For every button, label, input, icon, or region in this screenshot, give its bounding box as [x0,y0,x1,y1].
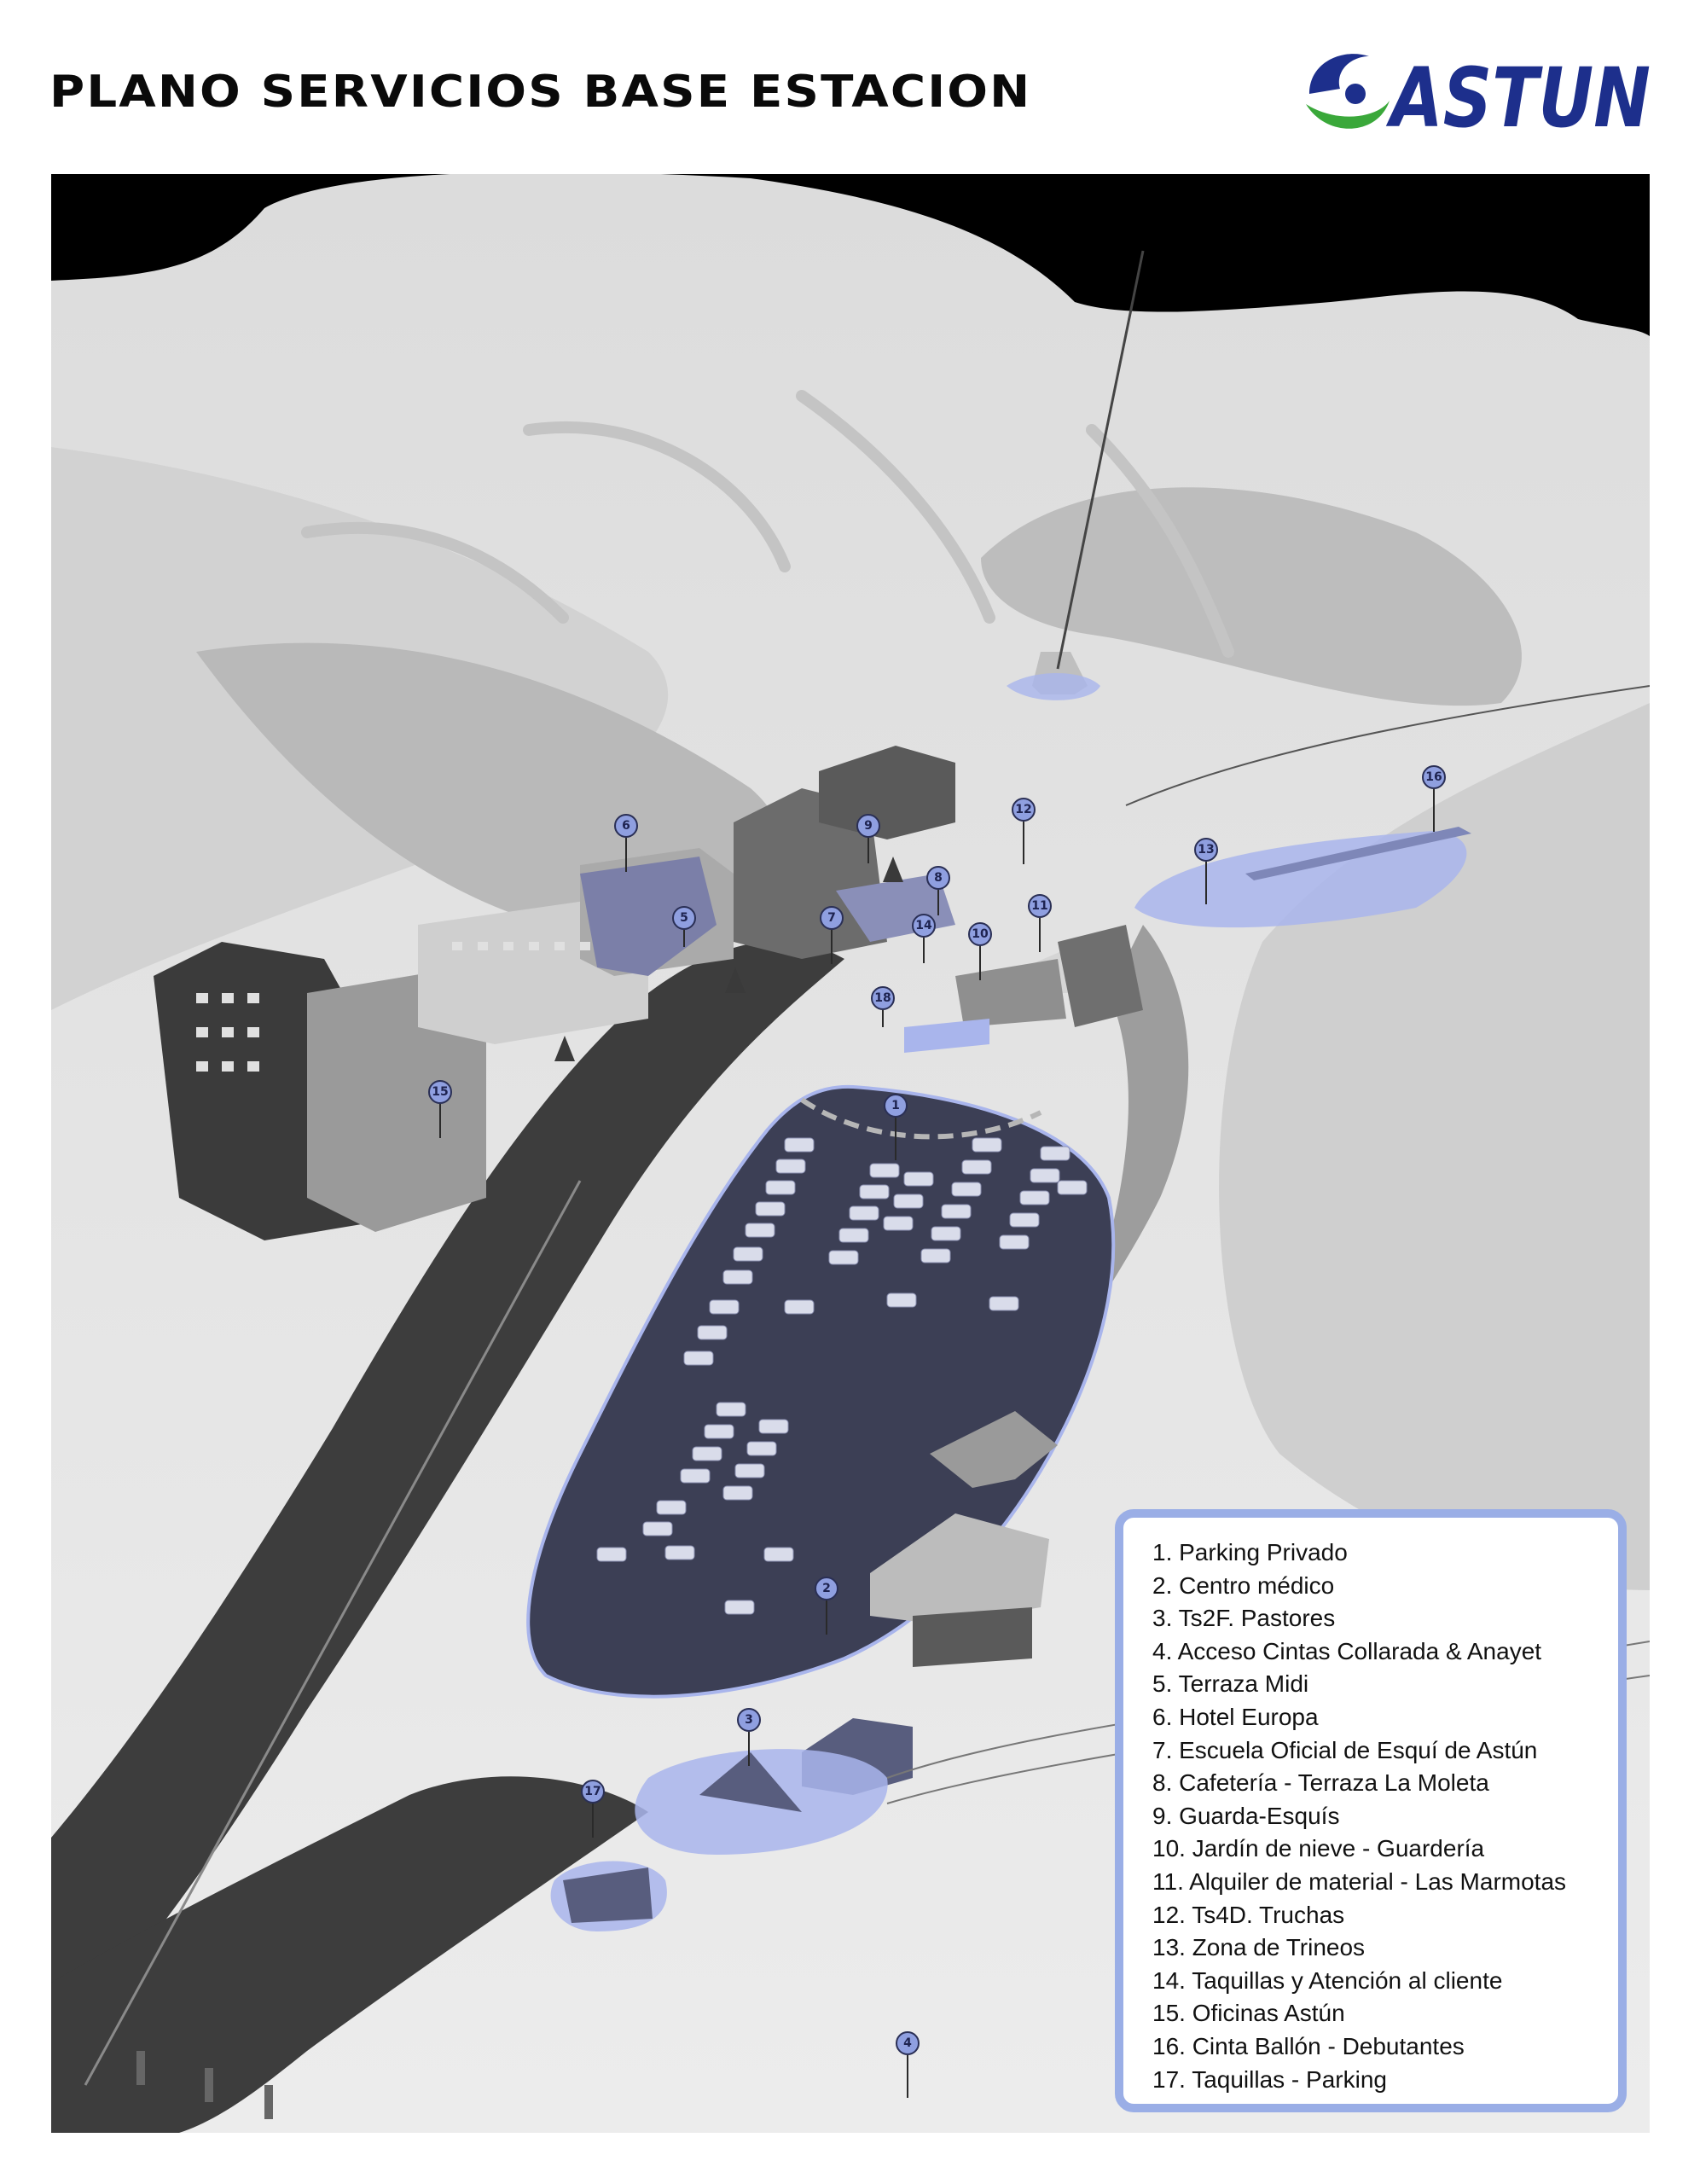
legend-item: 17. Taquillas - Parking [1152,2065,1387,2093]
legend-item: 11. Alquiler de material - Las Marmotas [1152,1867,1567,1895]
beginner-belt [1245,827,1471,880]
right-hillside [1219,703,1650,1590]
legend-item: 2. Centro médico [1152,1571,1335,1599]
sled-zone [1134,831,1467,928]
right-ravine [1075,925,1189,1351]
legend-item: 9. Guarda-Esquís [1152,1802,1340,1829]
chairlift-line [1056,250,1145,670]
parking-top-edge [800,1097,1042,1140]
access-road [51,941,844,2051]
hotel-buildings [154,746,955,1240]
legend-item: 13. Zona de Trineos [1152,1934,1366,1961]
logo-wordmark: ASTUN [1385,50,1651,138]
trees [554,857,903,1061]
legend-item: 5. Terraza Midi [1152,1670,1309,1698]
legend-item: 12. Ts4D. Truchas [1152,1901,1345,1928]
lift-towers [136,2051,273,2119]
legend-item: 7. Escuela Oficial de Esquí de Astún [1152,1736,1538,1763]
astun-logo-mark: ASTUN [1306,50,1651,146]
logo-head [1345,84,1366,104]
legend-item: 14. Taquillas y Atención al cliente [1152,1966,1503,1994]
legend-item: 4. Acceso Cintas Collarada & Anayet [1152,1637,1542,1664]
astun-logo: ASTUN [1301,44,1659,146]
logo-swoosh-green [1306,101,1390,129]
service-buildings [904,652,1143,1053]
logo-swoosh-blue [1309,54,1369,94]
legend-item: 15. Oficinas Astún [1152,2000,1345,2027]
parked-cars [596,1137,1088,1615]
legend-item: 3. Ts2F. Pastores [1152,1605,1336,1632]
lower-buildings [550,1411,1650,1931]
legend-item: 10. Jardín de nieve - Guardería [1152,1835,1485,1862]
lower-road [51,1776,648,2133]
mountain-streaks [301,390,1234,658]
legend-item: 6. Hotel Europa [1152,1703,1319,1730]
legend-item: 1. Parking Privado [1152,1539,1348,1565]
services-legend: 1. Parking Privado 2. Centro médico 3. T… [1115,1509,1627,2112]
legend-item: 8. Cafetería - Terraza La Moleta [1152,1769,1489,1797]
legend-item: 16. Cinta Ballón - Debutantes [1152,2032,1465,2059]
chairlift-line-right [1125,685,1650,806]
ridge-shadow-right [981,487,1522,706]
page-title: PLANO SERVICIOS BASE ESTACION [49,67,1032,118]
